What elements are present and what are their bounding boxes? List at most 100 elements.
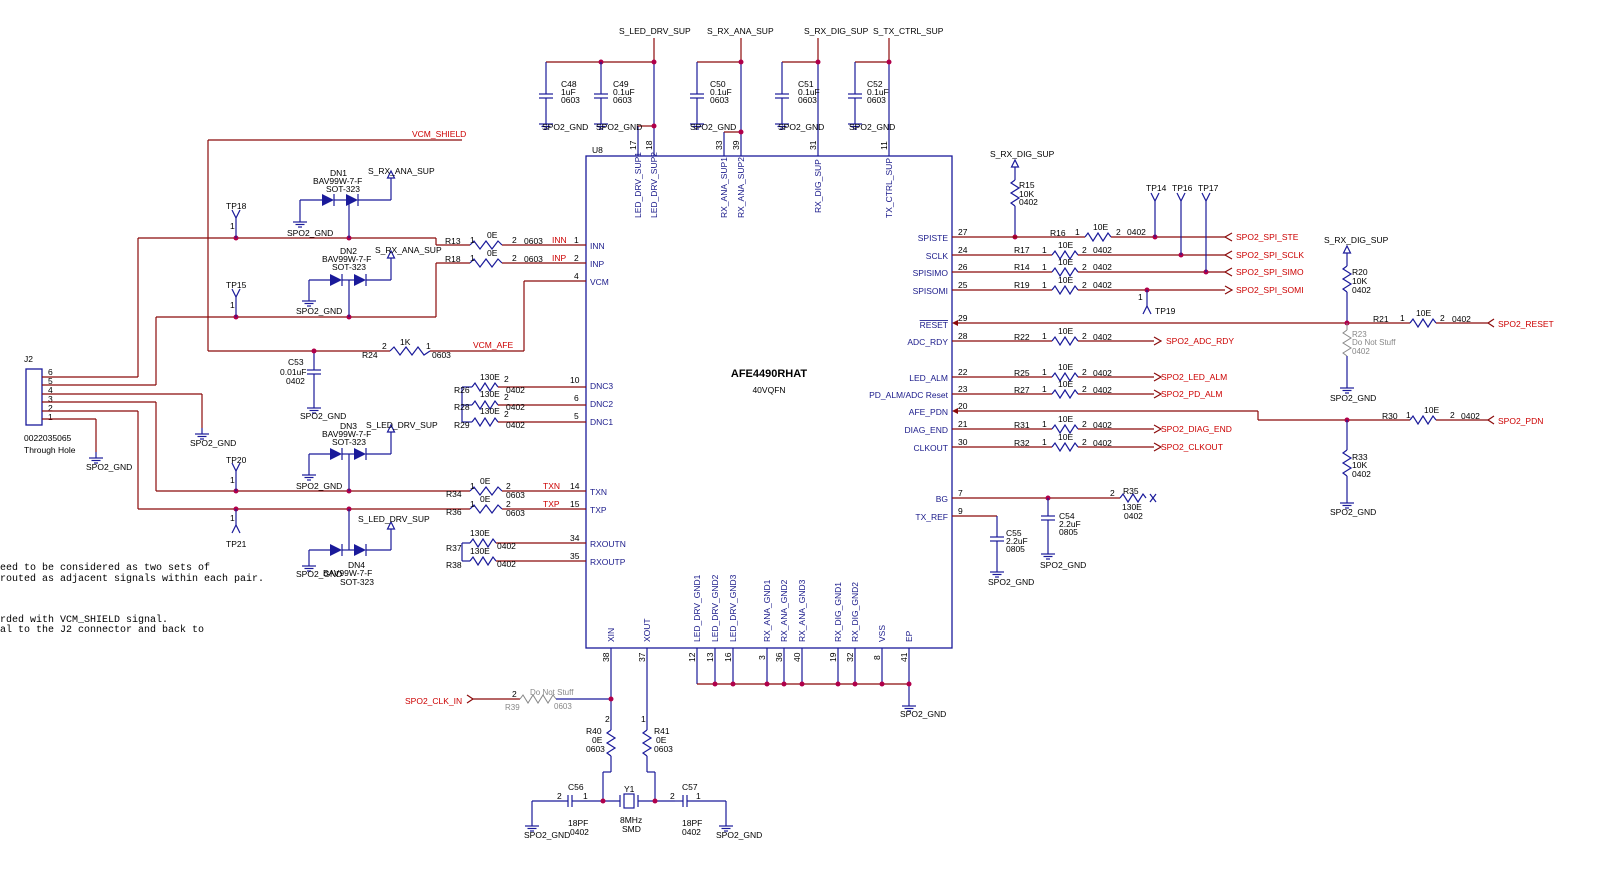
label-resistors-r17-pkg: 0402 [1093,245,1112,255]
label-caps-c51-ref: C51 [798,79,814,89]
label-resistors-r24-val: 1K [400,337,411,347]
label-caps-c55-val: 2.2uF [1006,536,1028,546]
label-caps-c53-pkg: 0402 [286,376,305,386]
label-right_pins-bg-num: 7 [958,488,963,498]
tp16: TP16 [1172,183,1193,255]
label-bottom_pins-n16: LED_DRV_GND3 [728,574,738,642]
label-right_pins-ledalm-num: 22 [958,367,968,377]
label-nets-txn: TXN [543,481,560,491]
label-gnd: SPO2_GND [690,122,736,132]
label-resistors-r14-ref: R14 [1014,262,1030,272]
u8-ref: U8 [592,145,603,155]
label-supplies-rx_dig: S_RX_DIG_SUP [1324,235,1389,245]
label-resistors-r30-pkg: 0402 [1461,411,1480,421]
label-notes-line4: al to the J2 connector and back to [0,624,204,636]
label-nets-spi_simo: SPO2_SPI_SIMO [1236,267,1304,277]
label-right_pins-diagend-num: 21 [958,419,968,429]
label-pin_nums-two: 2 [1082,262,1087,272]
label-nets-txp: TXP [543,499,560,509]
label-resistors-r28-val: 130E [480,389,500,399]
label-caps-c56-val: 18PF [568,818,588,828]
label-top_pins-p31: 31 [808,140,818,150]
label-gnd: SPO2_GND [542,122,588,132]
label-caps-c51-val: 0.1uF [798,87,820,97]
label-top_pins-p33: 33 [714,140,724,150]
top-pins: 17 18 33 39 31 11 LED_DRV_SUP1 LED_DRV_S… [628,62,894,218]
label-right_pins-afepdn-num: 20 [958,401,968,411]
label-right_pins-reset-num: 29 [958,313,968,323]
label-resistors-r19-pkg: 0402 [1093,280,1112,290]
label-pin_nums-two: 2 [1082,384,1087,394]
label-gnd: SPO2_GND [296,481,342,491]
label-caps-c53-ref: C53 [288,357,304,367]
label-resistors-r38-pkg: 0402 [497,559,516,569]
label-nets-pd_alm: SPO2_PD_ALM [1161,389,1222,399]
label-bottom_pins-n38: XIN [606,628,616,642]
label-top_pins-n31: RX_DIG_SUP [813,159,823,213]
label-pin_nums-two: 2 [1082,437,1087,447]
label-left_pins-inp-name: INP [590,259,605,269]
label-gnd: SPO2_GND [300,411,346,421]
label-resistors-r28-pkg: 0402 [506,402,525,412]
label-pin_nums-two: 2 [1082,367,1087,377]
label-pin_nums-two: 2 [1110,488,1115,498]
label-caps-c49-pkg: 0603 [613,95,632,105]
label-bottom_pins-p19: 19 [828,652,838,662]
label-caps-c57-pkg: 0402 [682,827,701,837]
label-bottom_pins-n12: LED_DRV_GND1 [692,574,702,642]
label-pin_nums-two: 2 [512,253,517,263]
label-resistors-r33-pkg: 0402 [1352,469,1371,479]
label-nets-spi_somi: SPO2_SPI_SOMI [1236,285,1304,295]
label-resistors-r20-pkg: 0402 [1352,285,1371,295]
label-diodes-dn1-ref: DN1 [330,168,347,178]
label-top_pins-n17: LED_DRV_SUP1 [633,152,643,218]
label-pin_nums-two: 2 [504,409,509,419]
label-pin_nums-one: 1 [1042,331,1047,341]
label-resistors-r35-pkg: 0402 [1124,511,1143,521]
label-caps-c55-pkg: 0805 [1006,544,1025,554]
label-bottom_pins-n37: XOUT [642,618,652,642]
label-diodes-dn1-part: BAV99W-7-F [313,176,362,186]
label-resistors-r21-ref: R21 [1373,314,1389,324]
label-caps-c48-pkg: 0603 [561,95,580,105]
label-gnd: SPO2_GND [988,577,1034,587]
label-resistors-r18-ref: R18 [445,254,461,264]
label-pin_nums-one: 1 [583,791,588,801]
output-rows: SPO2_ADC_RDY SPO2_LED_ALM SPO2_PD_ALM SP… [869,326,1234,453]
label-pin_nums-two: 2 [1116,227,1121,237]
label-connector-pins-2: 4 [48,385,53,395]
label-pin_nums-two: 2 [1082,331,1087,341]
label-left_pins-vcm-num: 4 [574,271,579,281]
label-bottom_pins-p12: 12 [687,652,697,662]
label-caps-c48-ref: C48 [561,79,577,89]
label-pin_nums-one: 1 [230,513,235,523]
label-resistors-r14-pkg: 0402 [1093,262,1112,272]
label-pin_nums-two: 2 [670,791,675,801]
label-pin_nums-one: 1 [1042,245,1047,255]
notes: eed to be considered as two sets of rout… [0,562,264,636]
label-resistors-r15-pkg: 0402 [1019,197,1038,207]
label-supplies-rx_ana: S_RX_ANA_SUP [368,166,435,176]
label-bottom_pins-p16: 16 [723,652,733,662]
label-pin_nums-two: 2 [1082,280,1087,290]
label-resistors-r33-val: 10K [1352,460,1367,470]
label-pin_nums-one: 1 [641,714,646,724]
label-resistors-r31-val: 10E [1058,414,1073,424]
dn4-part-visible: BAV99W-7-F [323,568,372,578]
label-gnd: SPO2_GND [1040,560,1086,570]
label-resistors-r16-ref: R16 [1050,228,1066,238]
label-bottom_pins-p8: 8 [872,655,882,660]
label-resistors-r15-val: 10K [1019,189,1034,199]
label-pin_nums-one: 1 [230,221,235,231]
label-resistors-r25-val: 10E [1058,362,1073,372]
label-resistors-r41-ref: R41 [654,726,670,736]
label-notes-line1: eed to be considered as two sets of [0,562,210,574]
label-gnd: SPO2_GND [86,462,132,472]
label-gnd: SPO2_GND [716,830,762,840]
label-caps-c52-val: 0.1uF [867,87,889,97]
label-notes-line2: routed as adjacent signals within each p… [0,573,264,585]
label-right_pins-spisimo-name: SPISIMO [913,268,949,278]
label-top_pins-n11: TX_CTRL_SUP [884,158,894,218]
